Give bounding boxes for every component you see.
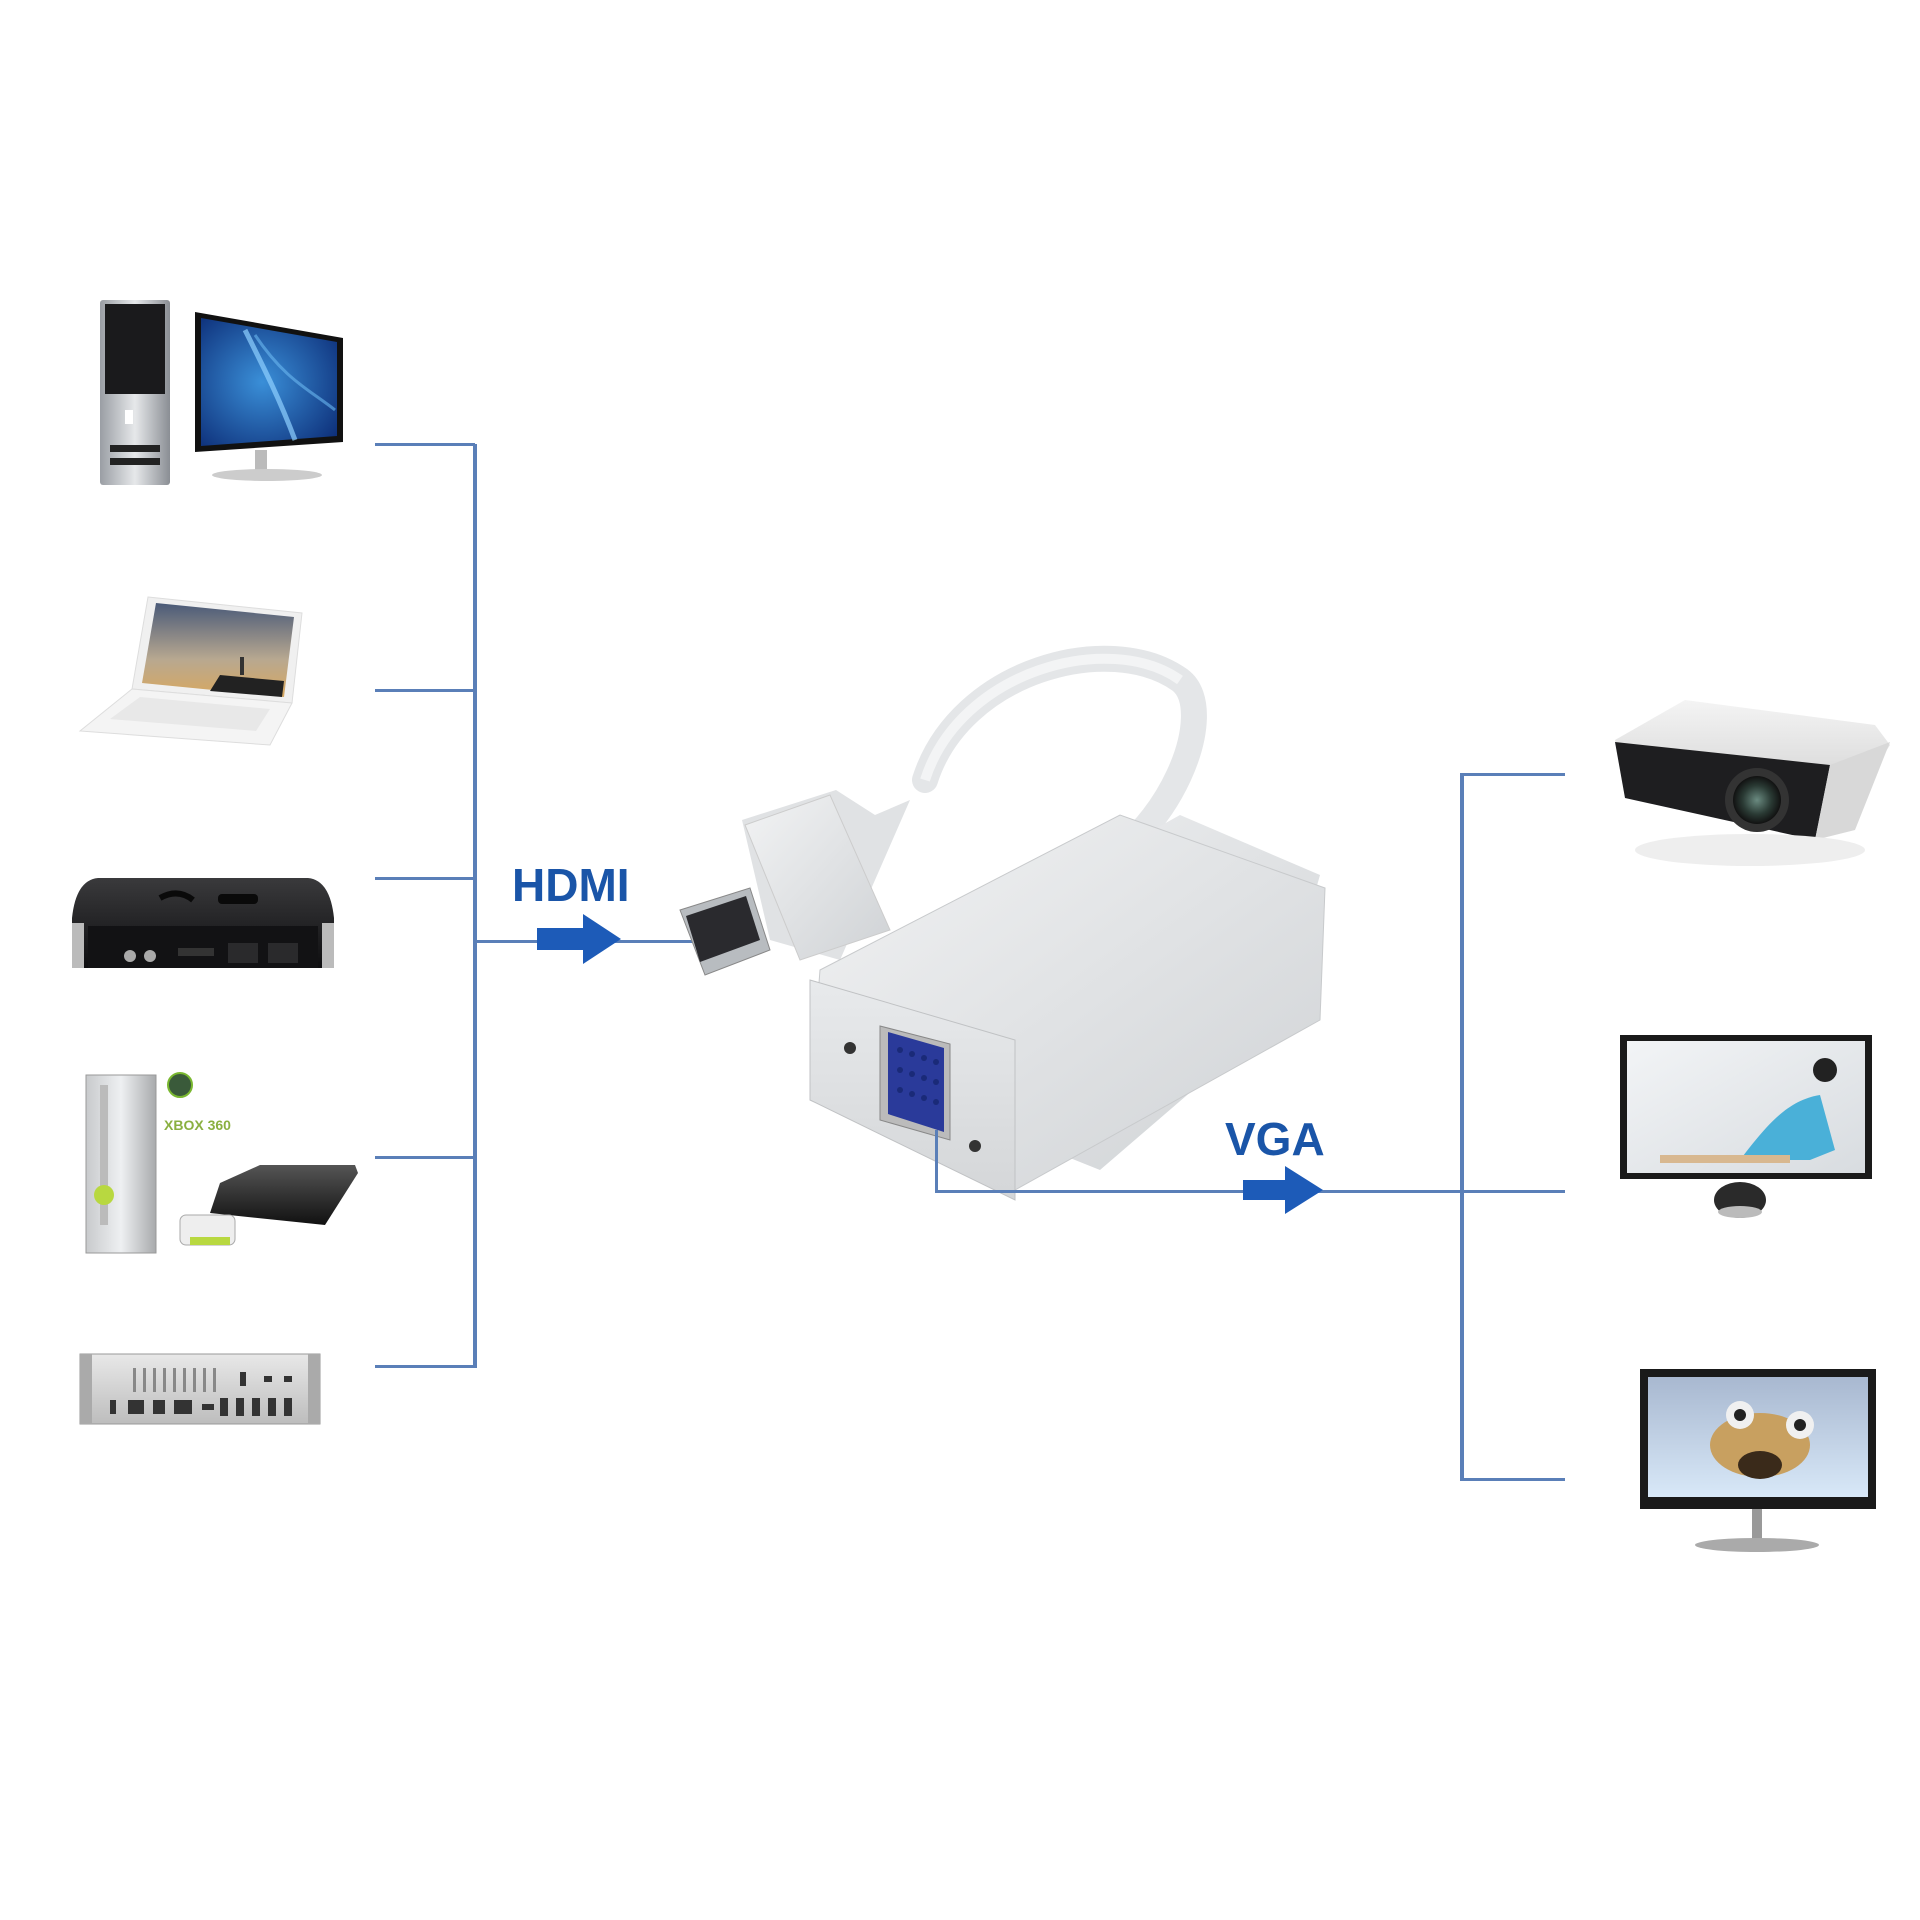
projector-icon [1615,700,1890,866]
destination-branch-lcd [1460,1478,1565,1481]
game-console-group: XBOX 360 [80,1065,380,1265]
source-bus-vertical [473,444,477,1368]
hdmi-label: HDMI [512,859,630,911]
source-branch-macmini [375,1365,475,1368]
source-branch-settopbox [375,877,475,880]
lcd-monitor-icon [1640,1369,1876,1552]
set-top-box-icon [72,878,334,968]
destination-branch-projector [1460,773,1565,776]
monitor-icon [1620,1035,1872,1218]
source-branch-desktop [375,443,475,446]
destination-bus-vertical [1460,773,1464,1481]
xbox-360-logo-text: XBOX 360 [164,1117,231,1133]
mac-mini-icon [79,1353,321,1425]
vga-label: VGA [1225,1113,1325,1165]
game-console-icon [85,1072,358,1254]
vga-arrow-icon [1243,1166,1323,1214]
source-branch-consoles [375,1156,475,1159]
source-branch-laptop [375,689,475,692]
hdmi-vga-adapter [679,645,1326,1201]
adapter-to-destination-line-vertical [935,1130,938,1192]
hdmi-arrow-icon [537,914,621,964]
laptop-icon [78,596,303,746]
desktop-computer-icon [100,300,343,485]
